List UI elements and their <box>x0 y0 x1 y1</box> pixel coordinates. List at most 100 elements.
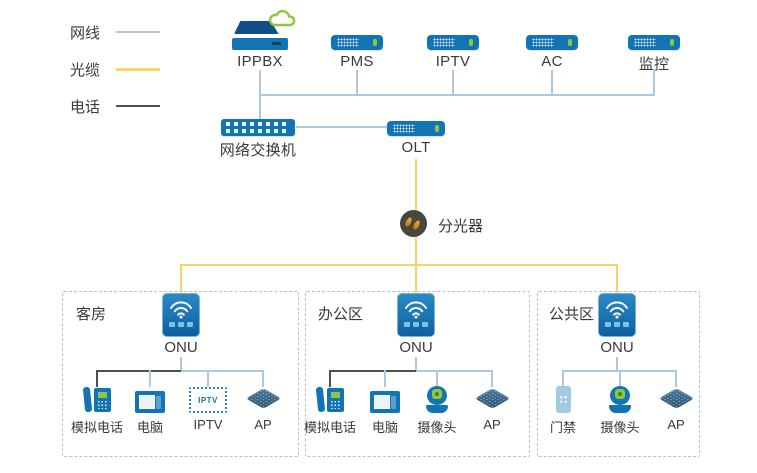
splitter-label: 分光器 <box>438 218 484 235</box>
lan-link <box>616 357 618 371</box>
lan-link <box>415 357 417 371</box>
ports-row <box>226 122 290 126</box>
device-label: AP <box>667 417 685 432</box>
keypad <box>329 400 341 409</box>
lan-drop <box>384 370 386 387</box>
ap-icon <box>644 388 708 409</box>
lan-drop <box>619 370 621 387</box>
node-onu-guestroom: ONU <box>145 293 217 356</box>
iptv-box-icon: IPTV <box>176 384 240 413</box>
lan-link <box>653 70 655 95</box>
node-ac: AC <box>507 14 597 70</box>
lan-drop <box>562 370 564 387</box>
status-led <box>435 125 439 132</box>
camera-pupil <box>435 392 439 396</box>
wifi-icon <box>606 301 628 319</box>
camera-base <box>609 405 631 413</box>
iptv-box-text: IPTV <box>189 387 227 413</box>
ports-texture <box>634 38 656 47</box>
device-label: AP <box>483 417 501 432</box>
onu-wifi-icon <box>598 293 636 337</box>
lan-drop <box>436 370 438 387</box>
fiber-line-sample <box>116 67 160 71</box>
status-led <box>469 39 473 46</box>
keypad <box>96 400 108 409</box>
node-door-access: 门禁 <box>531 384 595 436</box>
node-ap: AP <box>231 384 295 432</box>
fiber-connector-icon <box>411 219 422 231</box>
phone-screen <box>97 392 107 398</box>
legend: 网线 光缆 电话 <box>70 20 160 131</box>
node-pms: PMS <box>312 14 402 70</box>
onu-wifi-icon <box>162 293 200 337</box>
zone-name-office: 办公区 <box>318 306 364 323</box>
server-icon <box>312 14 402 50</box>
onu-label: ONU <box>399 339 433 356</box>
ports-row <box>226 129 290 133</box>
lan-link <box>356 70 358 95</box>
legend-label-phone: 电话 <box>70 98 101 116</box>
monitor-screen <box>139 395 155 409</box>
node-label: 监控 <box>638 56 670 73</box>
node-onu-office: ONU <box>380 293 452 356</box>
lan-branch <box>416 370 492 372</box>
legend-item-phone: 电话 <box>70 94 160 118</box>
device-label: 摄像头 <box>417 420 457 435</box>
switch-icon <box>198 118 318 136</box>
analog-phone-icon <box>298 384 362 413</box>
fiber-connector-icon <box>403 216 414 228</box>
node-analog-phone: 模拟电话 <box>65 384 129 436</box>
wifi-icon <box>170 301 192 319</box>
olt-icon <box>356 118 476 136</box>
node-monitoring: 监控 <box>609 14 699 74</box>
node-label: OLT <box>401 139 431 156</box>
phone-branch <box>96 370 181 372</box>
camera-icon <box>405 384 469 413</box>
phone-drop <box>329 370 331 387</box>
ippbx-server-icon <box>215 10 305 50</box>
legend-item-lan: 网线 <box>70 20 160 44</box>
device-label: 模拟电话 <box>70 420 123 435</box>
node-ap: AP <box>460 384 524 432</box>
phone-drop <box>96 370 98 387</box>
device-label: 电脑 <box>371 420 398 435</box>
lan-drop <box>491 370 493 387</box>
lan-drop <box>675 370 677 387</box>
onu-label: ONU <box>600 339 634 356</box>
ports-texture <box>393 124 415 133</box>
node-label: IPPBX <box>237 53 283 70</box>
onu-ports <box>404 322 428 327</box>
node-label: PMS <box>340 53 374 70</box>
server-slot <box>272 42 281 45</box>
lan-drop <box>149 370 151 387</box>
analog-phone-icon <box>65 384 129 413</box>
legend-label-fiber: 光缆 <box>70 61 101 79</box>
fiber-link-olt-splitter <box>415 159 417 211</box>
status-led <box>568 39 572 46</box>
lan-link <box>551 70 553 95</box>
node-label: 网络交换机 <box>219 142 297 159</box>
node-label: AC <box>541 53 563 70</box>
device-label: 门禁 <box>549 420 576 435</box>
fiber-link <box>415 236 417 266</box>
pc-tower <box>391 396 396 409</box>
cloud-icon <box>268 10 296 27</box>
device-label: 模拟电话 <box>303 420 356 435</box>
lan-drop <box>262 370 264 387</box>
lan-branch <box>181 370 263 372</box>
lan-link-switch-olt <box>296 126 388 128</box>
phone-line-sample <box>116 105 160 107</box>
onu-ports <box>169 322 193 327</box>
node-label: IPTV <box>435 53 471 70</box>
door-access-icon <box>531 384 595 413</box>
lan-drop <box>207 370 209 387</box>
node-iptv-server: IPTV <box>408 14 498 70</box>
camera-icon <box>588 384 652 413</box>
onu-wifi-icon <box>397 293 435 337</box>
device-label: IPTV <box>193 417 223 432</box>
camera-pupil <box>618 392 622 396</box>
server-icon <box>408 14 498 50</box>
lan-line-sample <box>116 31 160 33</box>
ports-texture <box>337 38 359 47</box>
